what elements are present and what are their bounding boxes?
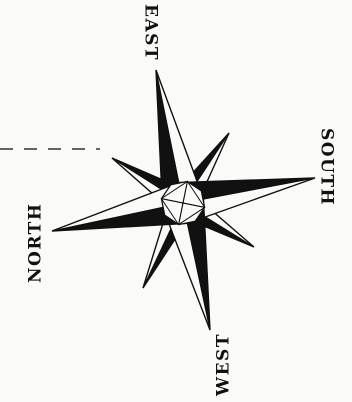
compass-star-icon [52,70,315,330]
label-east: EAST [141,4,161,61]
label-south: SOUTH [317,128,337,206]
label-north: NORTH [26,203,46,283]
label-west: WEST [214,333,234,397]
